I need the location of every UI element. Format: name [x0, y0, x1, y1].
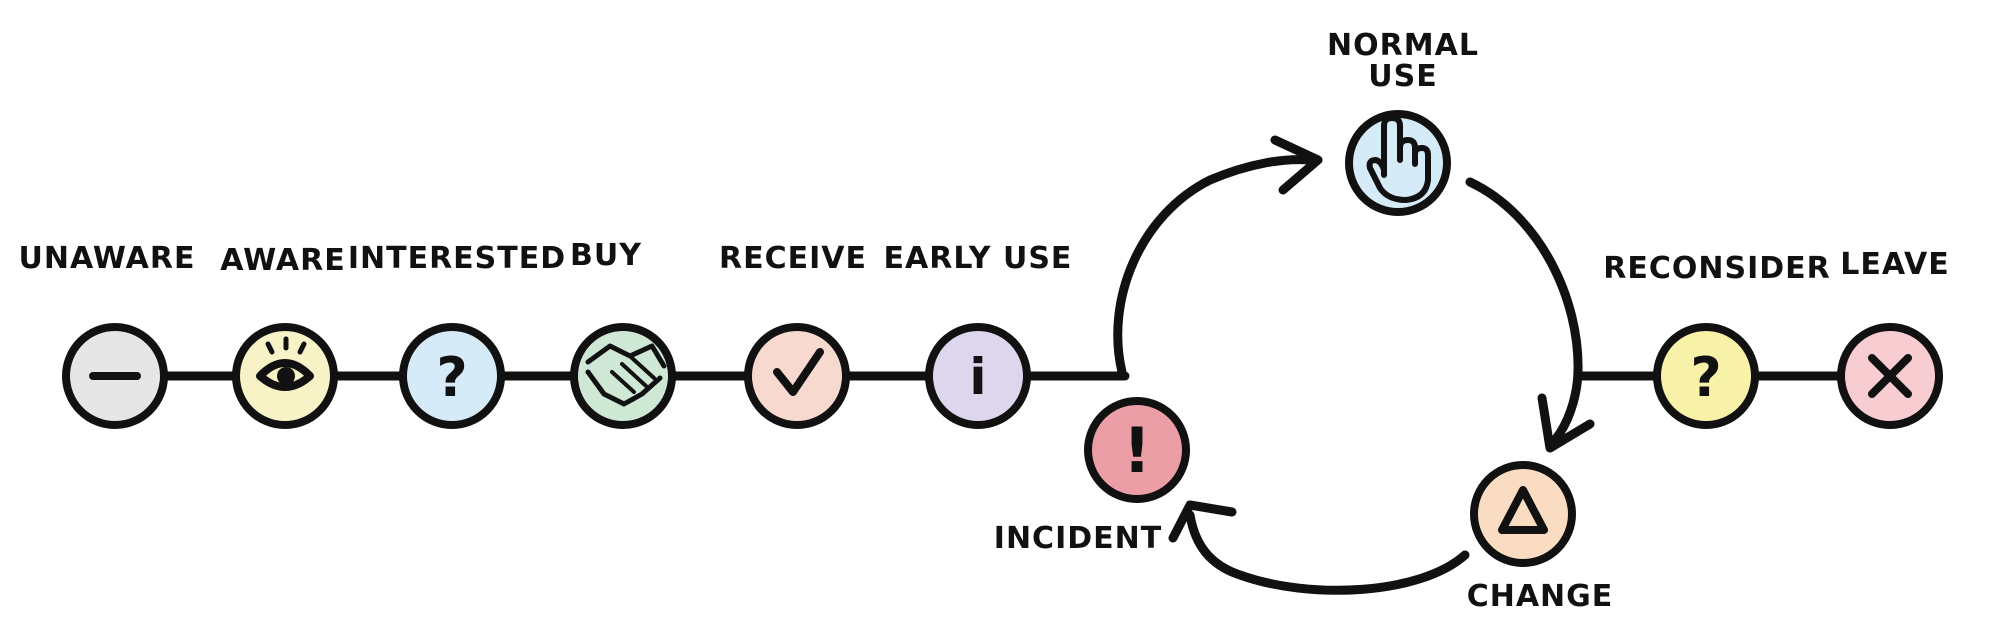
stage-label-line1: NORMAL: [1327, 28, 1479, 63]
stage-unaware: UNAWARE: [19, 241, 196, 429]
stage-label: AWARE: [220, 243, 345, 278]
stage-label: CHANGE: [1467, 579, 1614, 614]
pointing-hand-icon: [1366, 115, 1431, 203]
stage-interested: INTERESTED ?: [348, 241, 566, 429]
stage-node: [1345, 110, 1451, 216]
triangle-icon: [1498, 486, 1548, 534]
arrow-to-incident: [1185, 510, 1470, 595]
stage-label: LEAVE: [1840, 247, 1950, 282]
stage-label: BUY: [570, 238, 642, 273]
arrow-to-change: [1465, 177, 1583, 445]
exclamation-icon: !: [1123, 414, 1151, 487]
info-icon: i: [969, 348, 986, 406]
question-icon: ?: [1690, 346, 1721, 409]
stage-label: UNAWARE: [19, 241, 196, 276]
stage-normal-use: NORMAL USE: [1327, 28, 1479, 216]
checkmark-icon: [773, 348, 824, 396]
stage-leave: LEAVE: [1837, 247, 1950, 429]
stage-receive: RECEIVE: [719, 241, 867, 429]
stage-reconsider: RECONSIDER ?: [1603, 251, 1831, 429]
stage-change: CHANGE: [1467, 461, 1614, 614]
cycle-arrows: [1113, 135, 1595, 595]
stage-node: [1653, 323, 1759, 429]
arrow-to-normal-use: [1113, 155, 1315, 377]
stage-label-line2: USE: [1368, 59, 1437, 94]
arrowhead-to-incident: [1168, 500, 1237, 543]
stage-buy: BUY: [570, 238, 676, 429]
arrowhead-to-change: [1537, 393, 1595, 453]
stage-label: RECEIVE: [719, 241, 867, 276]
arrowhead-to-normal-use: [1270, 135, 1323, 195]
stage-node: [925, 323, 1031, 429]
stage-early-use: EARLY USE i: [884, 241, 1073, 429]
stage-label: EARLY USE: [884, 241, 1073, 276]
stage-label: INTERESTED: [348, 241, 566, 276]
question-icon: ?: [436, 346, 467, 409]
x-icon: [1868, 354, 1912, 398]
stage-label: RECONSIDER: [1603, 251, 1831, 286]
stage-label: INCIDENT: [994, 521, 1162, 556]
stage-node: [399, 323, 505, 429]
handshake-icon: [585, 343, 667, 407]
stage-node: [744, 323, 850, 429]
stage-node: [1084, 397, 1190, 503]
stage-node: [1470, 461, 1576, 567]
eye-icon: [256, 336, 314, 391]
stage-aware: AWARE: [220, 243, 345, 429]
stage-incident: INCIDENT !: [994, 397, 1190, 556]
